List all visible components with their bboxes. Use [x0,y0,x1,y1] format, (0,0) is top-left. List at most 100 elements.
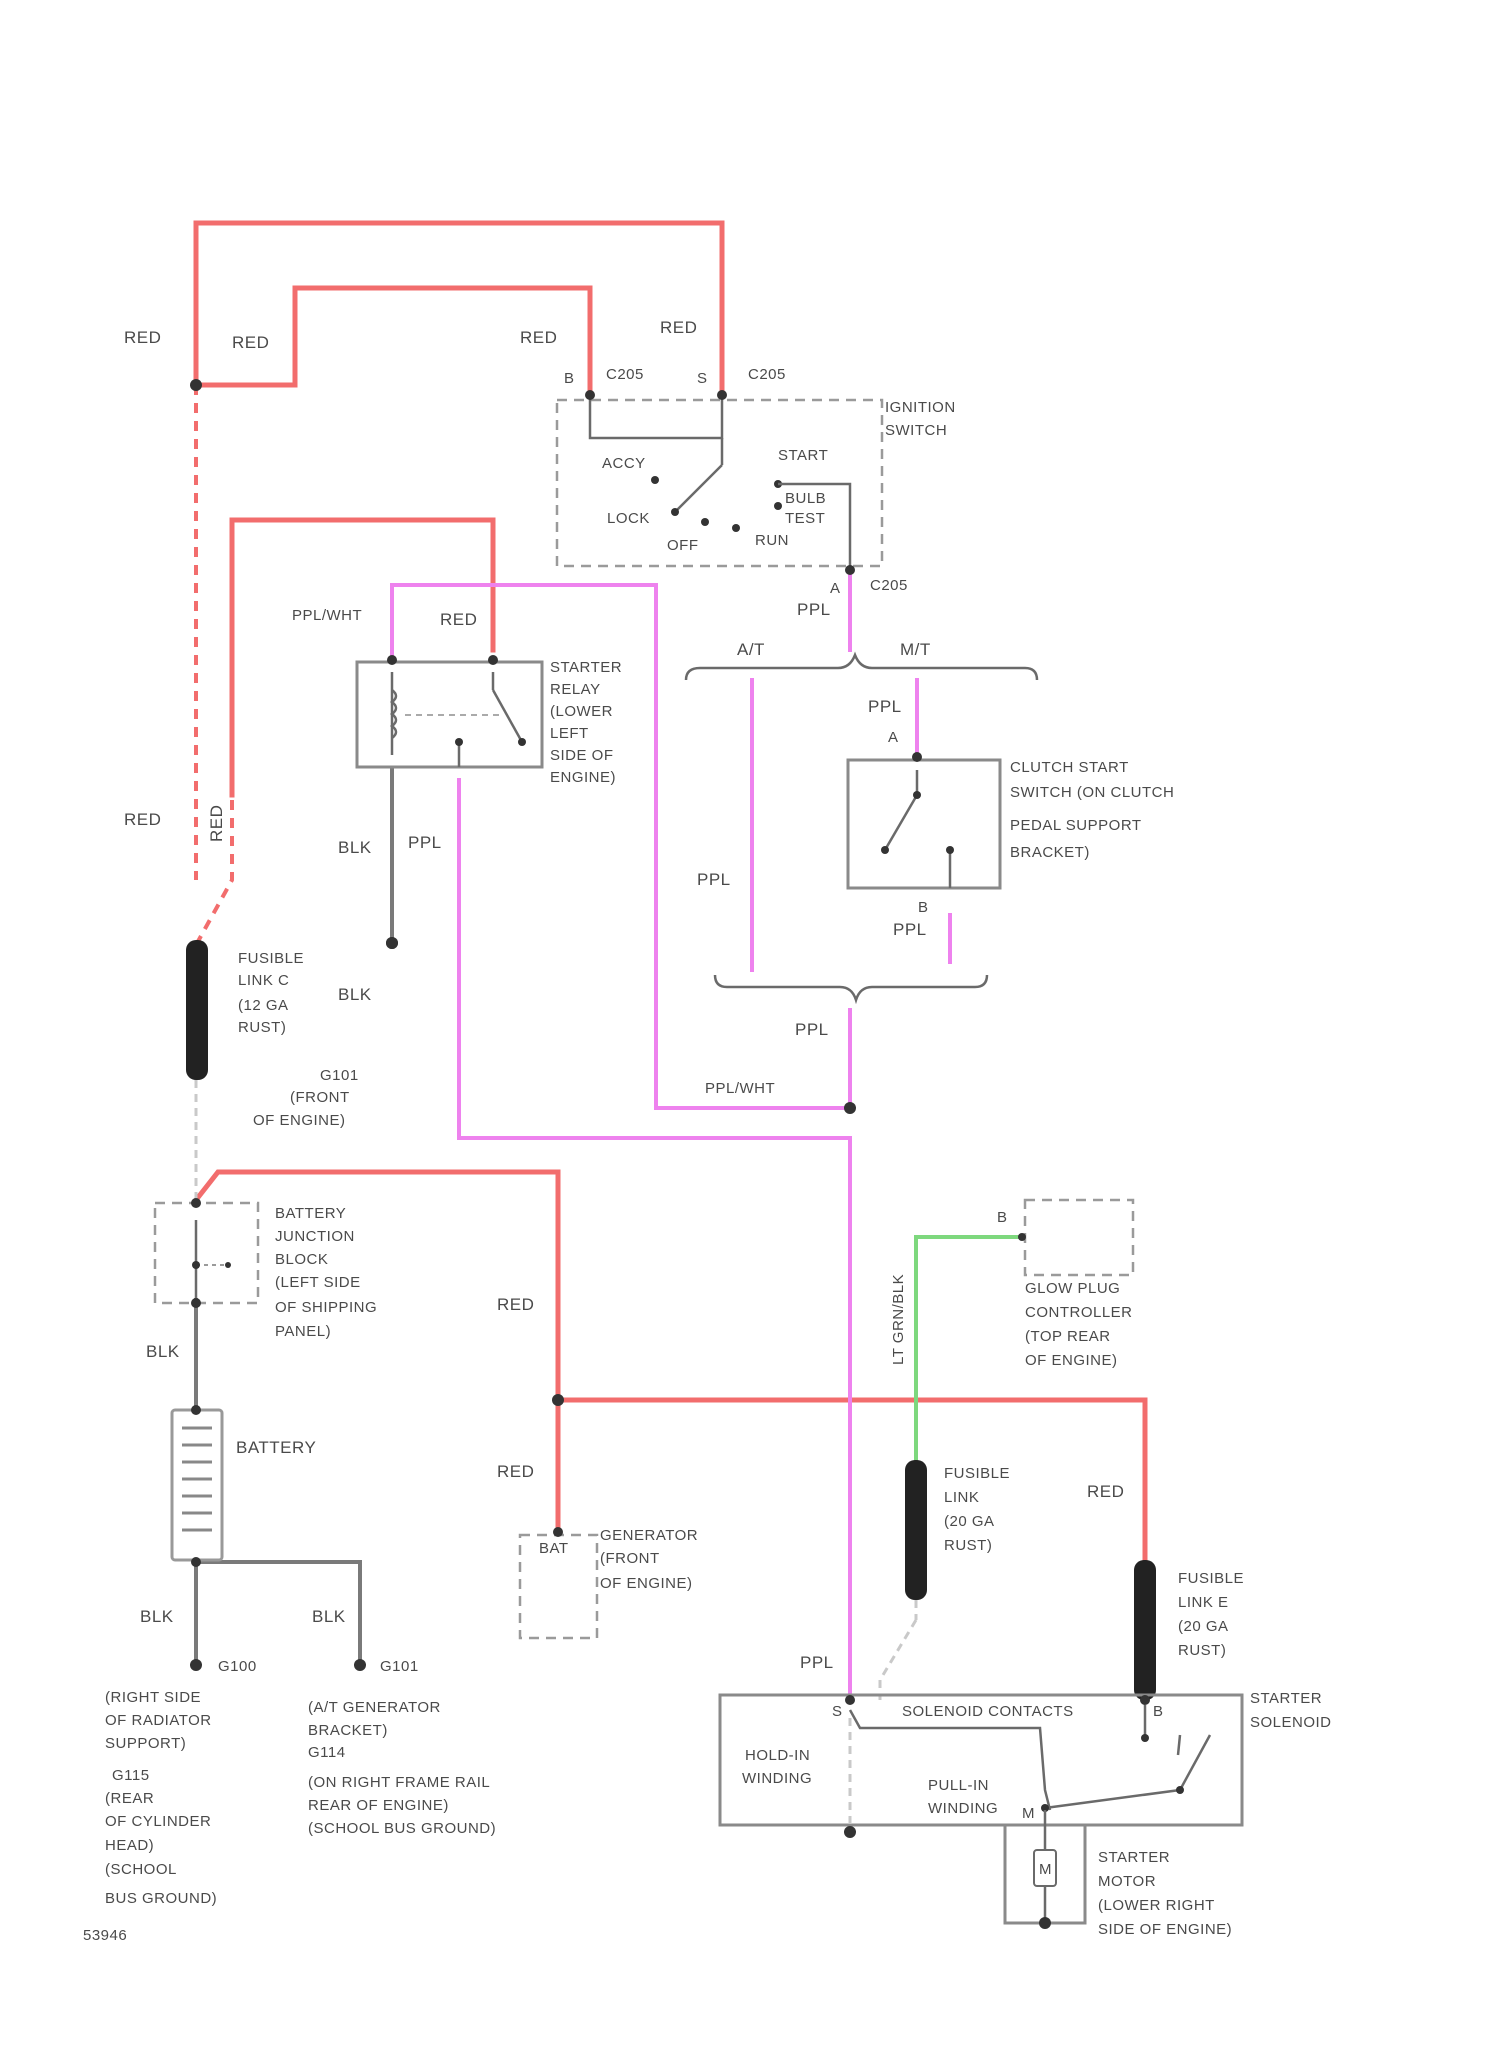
fusible-link-title: LINK [944,1489,979,1506]
solenoid-contact-blade [1180,1735,1210,1790]
label-auto-trans: A/T [737,640,765,659]
ignition-switch-title: SWITCH [885,422,947,439]
junction-block-title: PANEL) [275,1323,331,1340]
wire-label-ppl: PPL [893,920,927,939]
position-run: RUN [755,532,789,549]
ground-note: HEAD) [105,1837,154,1854]
wire-label-red: RED [497,1295,534,1314]
hold-in-winding-label: WINDING [742,1770,812,1787]
starter-relay-title: RELAY [550,681,601,698]
ignition-terminal-b: B [564,370,575,387]
wire-label-red: RED [232,333,269,352]
generator-title: GENERATOR [600,1527,698,1544]
clutch-terminal-a: A [888,729,899,746]
starter-relay [357,655,542,767]
ground-g100-label: G100 [218,1658,257,1675]
starter-solenoid-title: STARTER [1250,1690,1322,1707]
starter-solenoid-title: SOLENOID [1250,1714,1332,1731]
fusible-link-c-icon [186,940,208,1080]
fusible-link-e-title: (20 GA [1178,1618,1229,1635]
ground-note: REAR OF ENGINE) [308,1797,449,1814]
glow-plug-title: GLOW PLUG [1025,1280,1120,1297]
solenoid-terminal-b: B [1153,1703,1164,1720]
position-bulb-test: BULB [785,490,826,507]
wire-label-ppl: PPL [697,870,731,889]
position-lock: LOCK [607,510,650,527]
ground-note: G115 [112,1767,150,1784]
ignition-terminal-s: S [697,370,708,387]
position-bulb-test: TEST [785,510,825,527]
solenoid-terminal-m: M [1022,1805,1035,1822]
fusible-link-e-title: RUST) [1178,1642,1226,1659]
starter-motor-title: MOTOR [1098,1873,1156,1890]
glow-plug-title: OF ENGINE) [1025,1352,1118,1369]
wire-label-ppl-wht: PPL/WHT [705,1080,775,1097]
starter-relay-title: ENGINE) [550,769,616,786]
wire-label-ppl: PPL [795,1020,829,1039]
starter-motor-title: STARTER [1098,1849,1170,1866]
ground-note: BRACKET) [308,1722,388,1739]
ground-note: SUPPORT) [105,1735,186,1752]
splice-node-ppl [844,1102,856,1114]
position-accy: ACCY [602,455,646,472]
ground-note: (RIGHT SIDE [105,1689,201,1706]
lt-grn-blk-wire-glow-plug [916,1237,1018,1465]
wire-label-blk: BLK [338,985,372,1004]
g100-ground-node [190,1659,202,1671]
glow-plug-terminal: B [997,1209,1008,1226]
junction-block-title: OF SHIPPING [275,1299,377,1316]
fusible-link-title: RUST) [944,1537,992,1554]
ground-note: (ON RIGHT FRAME RAIL [308,1774,490,1791]
fusible-link-c-title: RUST) [238,1019,286,1036]
wire-label-red-vertical: RED [207,805,226,842]
ground-note: G114 [308,1744,346,1761]
battery-title: BATTERY [236,1438,316,1457]
ignition-switch-blade [675,465,722,512]
pull-in-winding-label: PULL-IN [928,1777,989,1794]
fusible-link-e-icon [1134,1560,1156,1700]
fusible-link-e-title: FUSIBLE [1178,1570,1244,1587]
wire-label-blk: BLK [312,1607,346,1626]
transmission-bottom-bracket [715,975,987,1000]
fusible-link-c-title: FUSIBLE [238,950,304,967]
fusible-link-icon [905,1460,927,1600]
ignition-conn-label: C205 [606,366,644,383]
solenoid-contacts-label: SOLENOID CONTACTS [902,1703,1074,1720]
ground-note: OF RADIATOR [105,1712,212,1729]
clutch-terminal-b: B [918,899,929,916]
starter-motor-title: SIDE OF ENGINE) [1098,1921,1232,1938]
wire-label-red: RED [660,318,697,337]
wire-label-blk: BLK [146,1342,180,1361]
fusible-link-title: (20 GA [944,1513,995,1530]
position-off: OFF [667,537,699,554]
glow-plug-title: (TOP REAR [1025,1328,1111,1345]
clutch-switch-box [848,760,1000,888]
clutch-start-switch [848,752,1000,888]
clutch-switch-title: PEDAL SUPPORT [1010,817,1142,834]
ground-g101-label: G101 [380,1658,419,1675]
battery [172,1405,222,1567]
fusible-link-title: FUSIBLE [944,1465,1010,1482]
clutch-switch-title: SWITCH (ON CLUTCH [1010,784,1174,801]
wire-label-red: RED [124,810,161,829]
starter-relay-title: (LOWER [550,703,613,720]
ground-note: (SCHOOL BUS GROUND) [308,1820,496,1837]
ground-g101-title: OF ENGINE) [253,1112,346,1129]
generator-title: OF ENGINE) [600,1575,693,1592]
wire-label-red: RED [124,328,161,347]
wire-label-red: RED [1087,1482,1124,1501]
ignition-switch [557,390,882,575]
ground-g101-title: (FRONT [290,1089,350,1106]
wire-label-lt-grn-blk: LT GRN/BLK [890,1274,907,1365]
ignition-switch-title: IGNITION [885,399,956,416]
ground-note: (A/T GENERATOR [308,1699,441,1716]
generator-terminal: BAT [539,1540,569,1557]
fusible-link-e-title: LINK E [1178,1594,1229,1611]
glow-plug-controller-box [1025,1200,1133,1275]
solenoid-winding-path [850,1710,1050,1810]
motor-symbol: M [1039,1861,1052,1878]
ground-note: (SCHOOL [105,1861,177,1878]
ignition-internal-bus [590,395,722,438]
fusible-link-c-title: LINK C [238,972,289,989]
